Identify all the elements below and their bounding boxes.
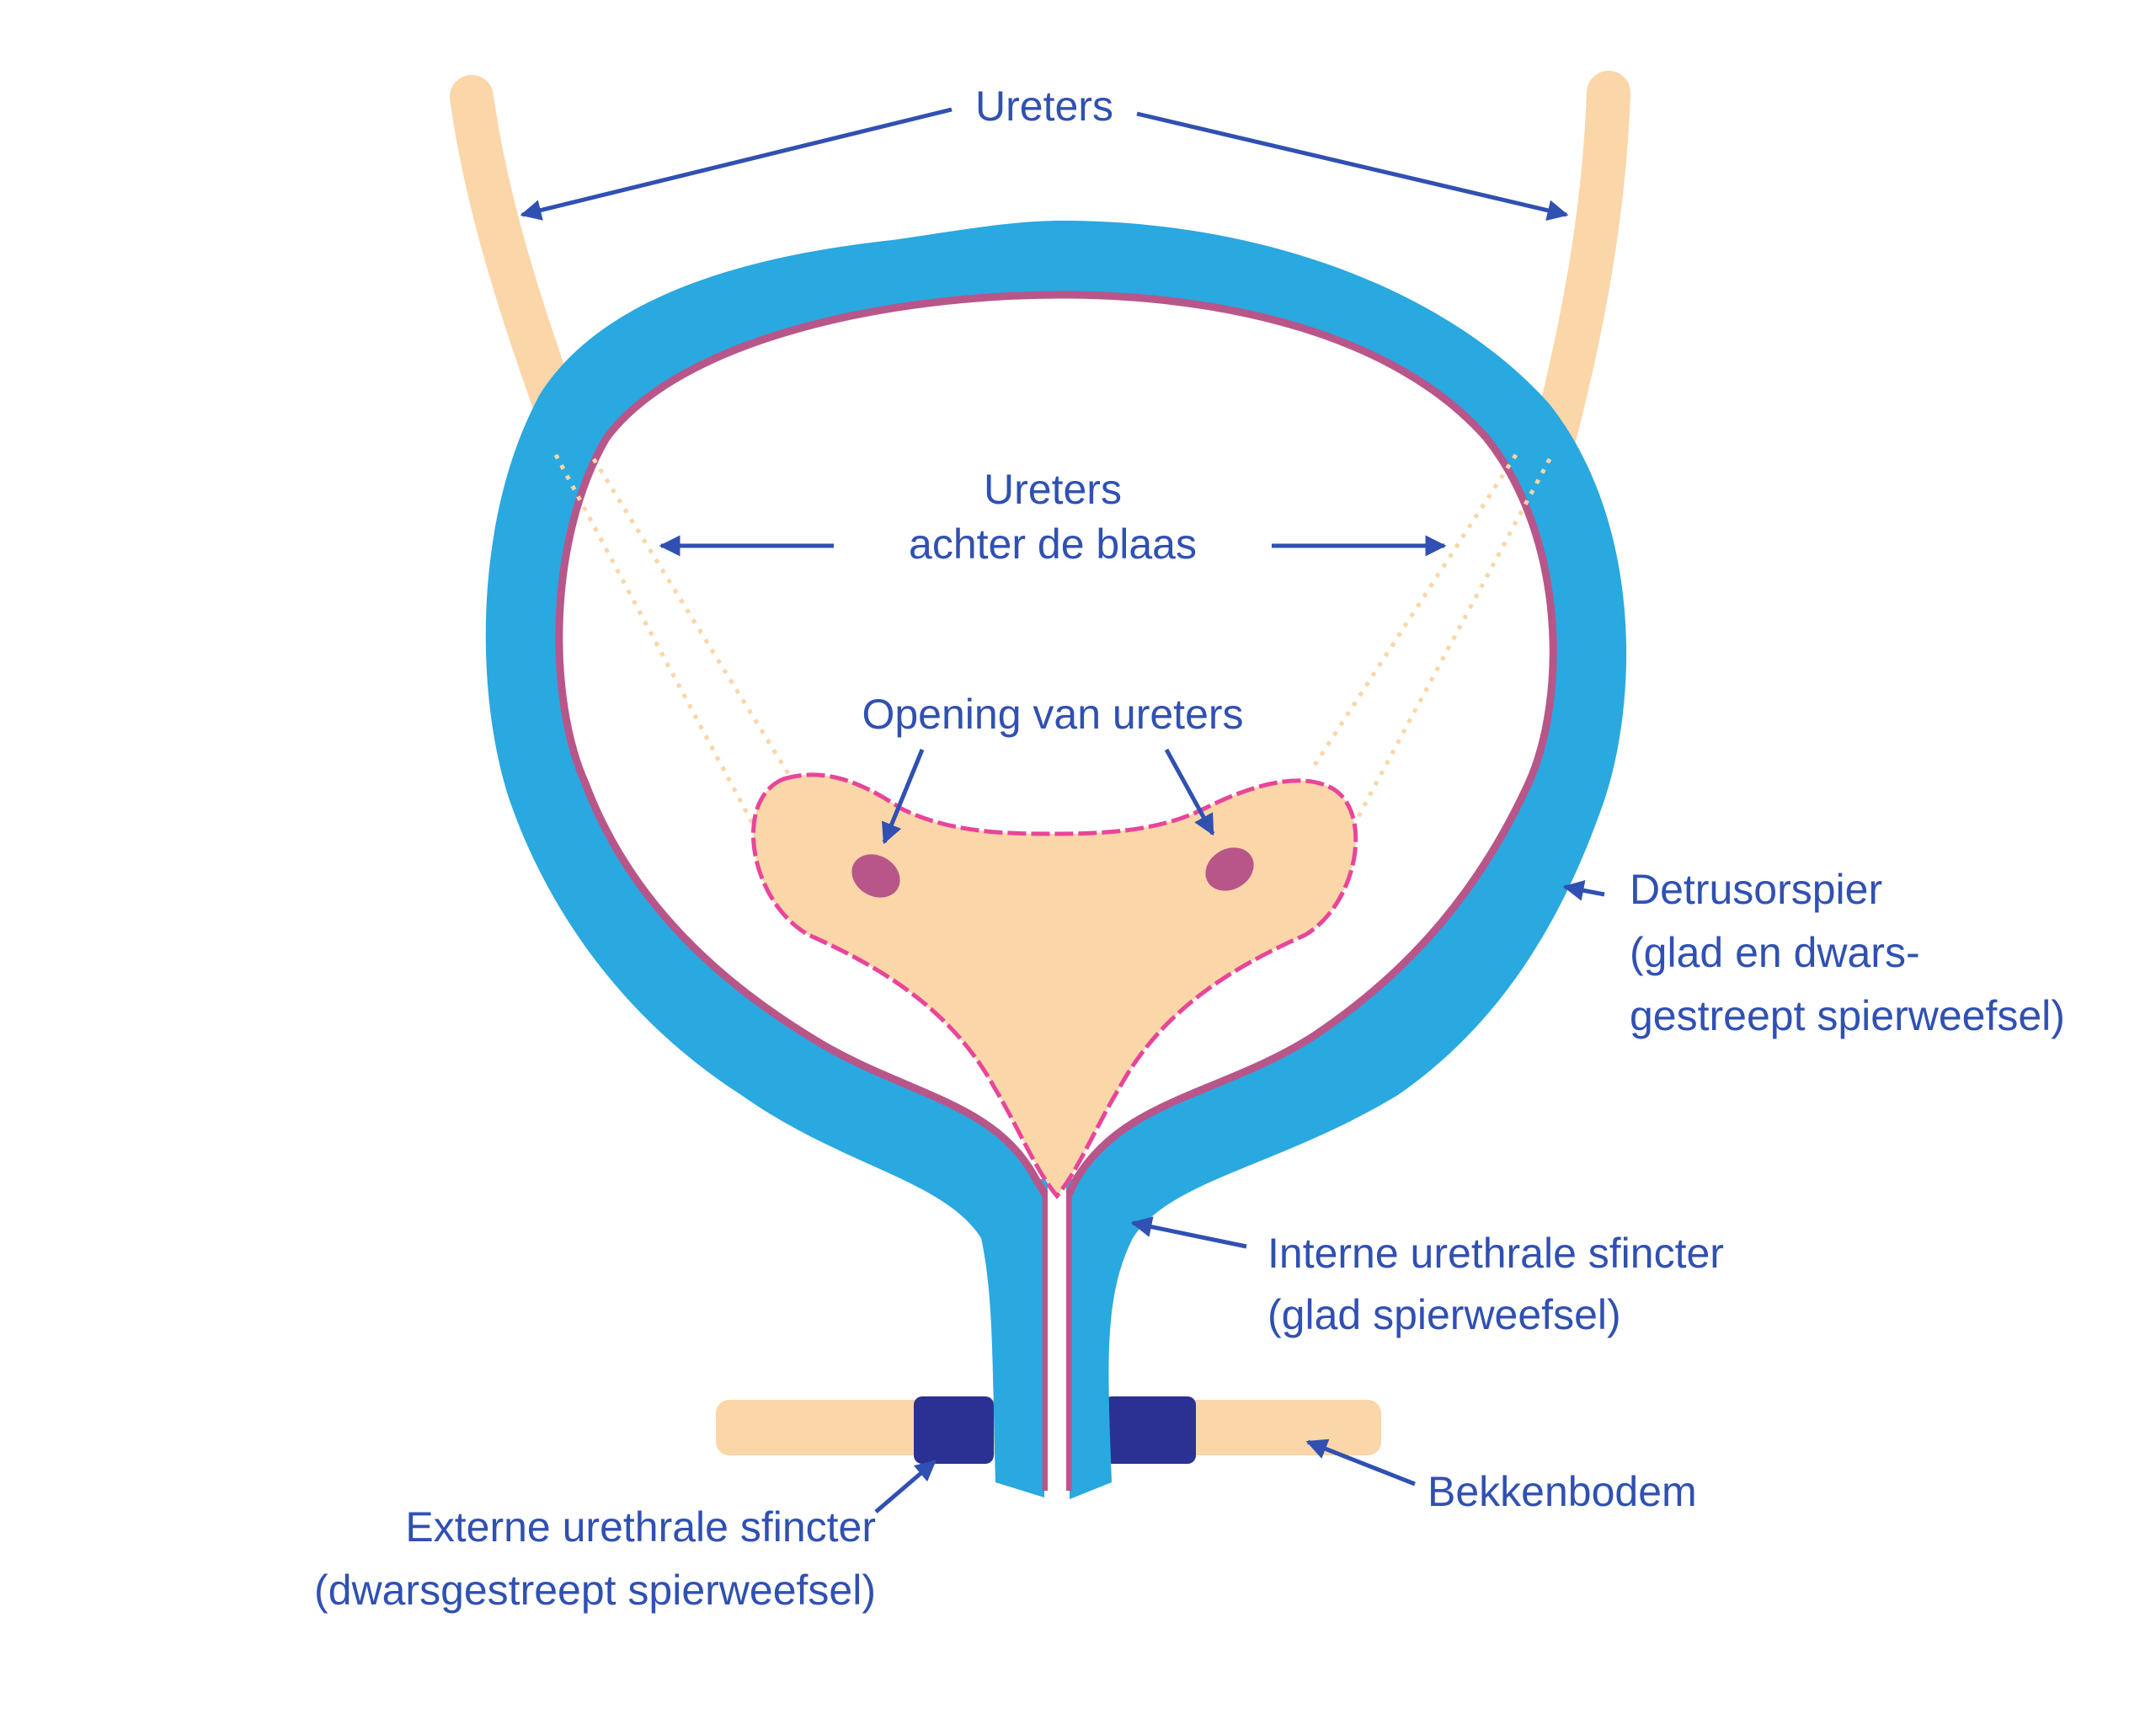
label-ureters-behind-2: achter de blaas (909, 520, 1197, 568)
arrow-opening-left (881, 749, 925, 845)
bladder-mucosa (555, 291, 1557, 1491)
label-internal-1: Interne urethrale sfincter (1267, 1230, 1724, 1277)
external-sphincter-right (1103, 1396, 1196, 1464)
trigone (750, 772, 1358, 1199)
arrow-pelvic-floor (1305, 1439, 1416, 1487)
detrusor-muscle (485, 221, 1627, 1499)
label-detrusor-3: gestreept spierweefsel) (1630, 992, 2065, 1039)
label-pelvic-floor: Bekkenbodem (1428, 1468, 1697, 1515)
left-ureter-opening (851, 854, 900, 898)
label-internal-2: (glad spierweefsel) (1267, 1291, 1621, 1338)
right-ureter (1528, 71, 1630, 477)
right-ureter-opening (1205, 847, 1254, 891)
label-external-1: Externe urethrale sfincter (405, 1503, 876, 1551)
label-ureters-behind-1: Ureters (984, 466, 1122, 513)
label-opening: Opening van ureters (862, 691, 1243, 738)
arrow-internal-sphincter (1130, 1216, 1247, 1249)
urethra (1048, 1179, 1066, 1499)
arrow-opening-right (1164, 748, 1215, 836)
label-external-2: (dwarsgestreept spierweefsel) (314, 1567, 876, 1614)
external-sphincter-left (914, 1396, 994, 1464)
arrow-detrusor (1562, 879, 1605, 901)
label-ureters: Ureters (975, 83, 1113, 130)
ureters-behind-bladder (553, 453, 1552, 835)
arrow-external-sphincter (874, 1460, 937, 1513)
label-detrusor-1: Detrusorspier (1630, 866, 1882, 913)
label-detrusor-2: (glad en dwars- (1630, 929, 1920, 976)
arrow-ureter-left (520, 107, 953, 221)
arrow-ureter-right (1136, 111, 1569, 222)
